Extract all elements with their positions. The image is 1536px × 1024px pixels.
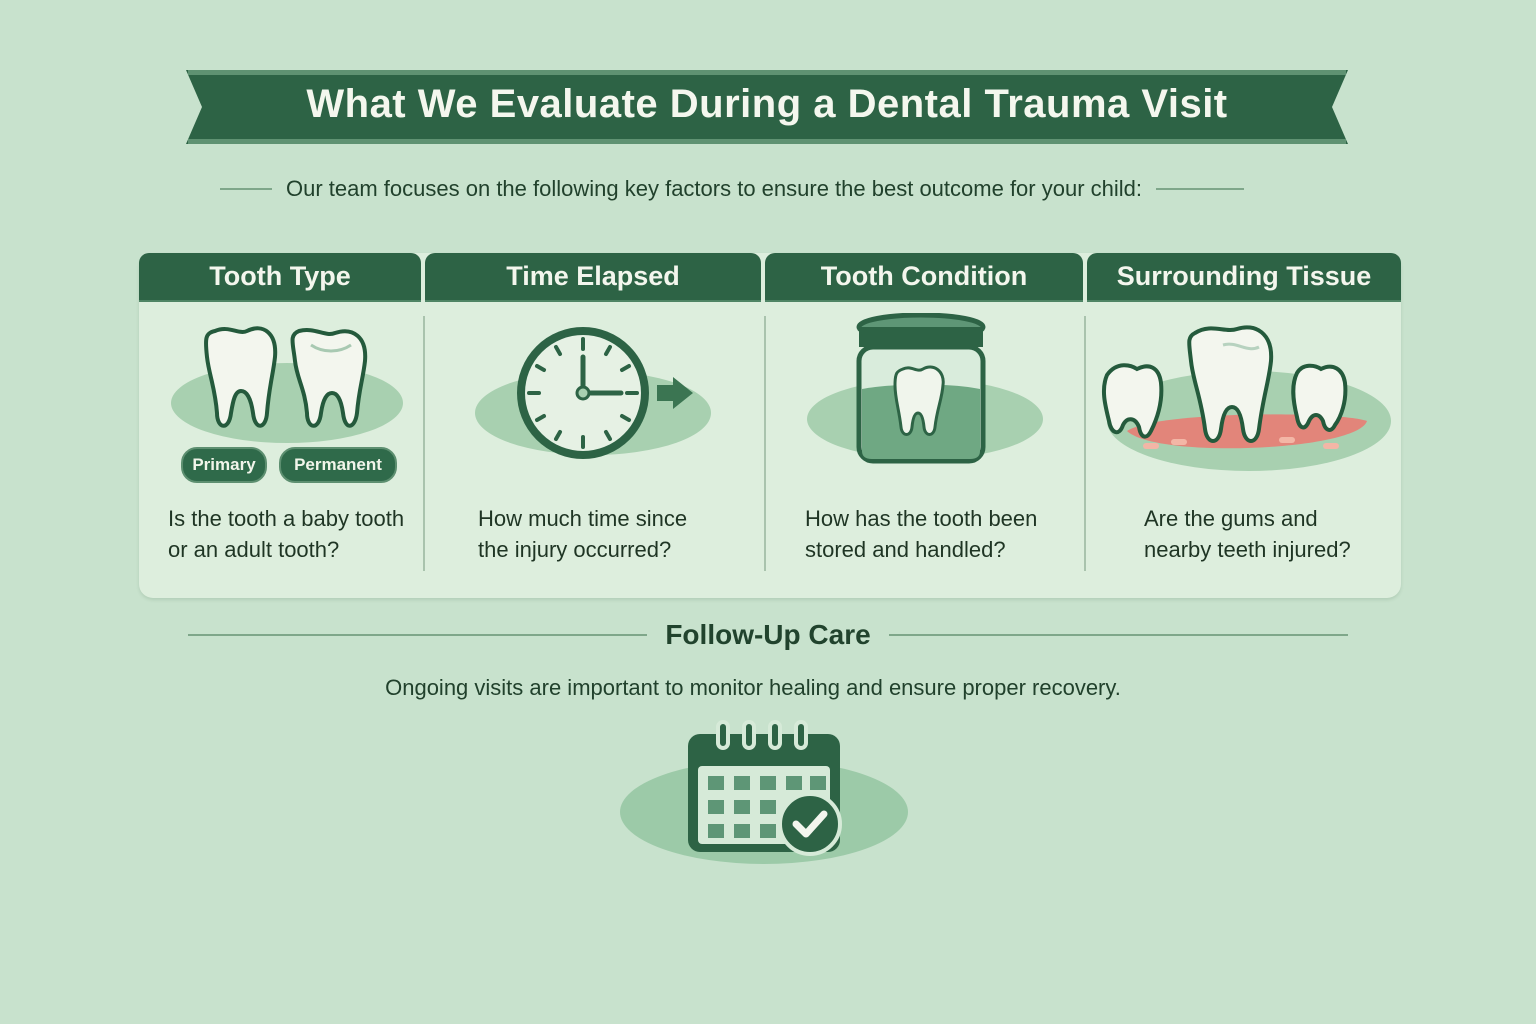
- follow-up-text: Ongoing visits are important to monitor …: [385, 675, 1121, 700]
- question-line-2: nearby teeth injured?: [1144, 537, 1351, 562]
- subtitle-rule-right: [1156, 188, 1244, 190]
- factor-question: How has the tooth been stored and handle…: [805, 503, 1037, 565]
- factor-question: How much time since the injury occurred?: [478, 503, 687, 565]
- column-divider: [1084, 316, 1086, 571]
- factor-title: Tooth Type: [139, 253, 421, 302]
- question-line-1: How much time since: [478, 506, 688, 531]
- follow-up-title: Follow-Up Care: [665, 619, 871, 650]
- title-ribbon: What We Evaluate During a Dental Trauma …: [186, 70, 1348, 144]
- follow-up-rule-left: [188, 634, 648, 636]
- two-teeth-icon: [139, 313, 421, 493]
- follow-up-rule-right: [888, 634, 1348, 636]
- column-divider: [423, 316, 425, 571]
- factors-panel: Tooth Type Primary Permanent Is the toot…: [139, 253, 1401, 598]
- teeth-and-gums-icon: [1087, 313, 1401, 493]
- column-divider: [764, 316, 766, 571]
- subtitle-row: Our team focuses on the following key fa…: [220, 174, 1312, 204]
- clock-arrow-icon: [425, 313, 761, 493]
- factor-tooth-type: Tooth Type Primary Permanent Is the toot…: [139, 253, 421, 598]
- badge-permanent: Permanent: [279, 447, 397, 483]
- question-line-1: How has the tooth been: [805, 506, 1038, 531]
- badge-primary: Primary: [181, 447, 267, 483]
- question-line-1: Are the gums and: [1144, 506, 1318, 531]
- question-line-2: or an adult tooth?: [168, 537, 340, 562]
- factor-time-elapsed: Time Elapsed: [425, 253, 761, 598]
- question-line-2: the injury occurred?: [478, 537, 672, 562]
- question-line-1: Is the tooth a baby tooth: [168, 506, 405, 531]
- factor-tooth-condition: Tooth Condition How has the tooth been s…: [765, 253, 1083, 598]
- question-line-2: stored and handled?: [805, 537, 1006, 562]
- follow-up-heading-row: Follow-Up Care: [188, 618, 1348, 652]
- factor-surrounding-tissue: Surrounding Tissue Are th: [1087, 253, 1401, 598]
- factor-question: Is the tooth a baby tooth or an adult to…: [168, 503, 404, 565]
- factor-title: Time Elapsed: [425, 253, 761, 302]
- page-title: What We Evaluate During a Dental Trauma …: [306, 82, 1228, 126]
- subtitle-rule-left: [220, 188, 272, 190]
- ribbon-shape: [186, 70, 1348, 144]
- factor-question: Are the gums and nearby teeth injured?: [1144, 503, 1351, 565]
- factor-title: Surrounding Tissue: [1087, 253, 1401, 302]
- calendar-check-icon: [618, 720, 918, 870]
- factor-title: Tooth Condition: [765, 253, 1083, 302]
- subtitle: Our team focuses on the following key fa…: [286, 176, 1142, 201]
- tooth-in-jar-icon: [765, 312, 1083, 493]
